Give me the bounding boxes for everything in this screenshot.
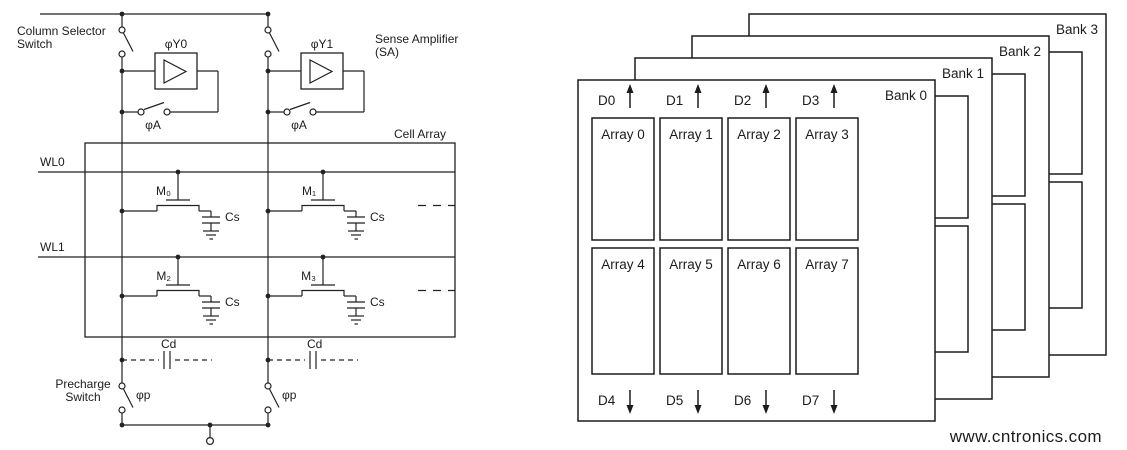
phi-a-label-0: φA [145,118,161,132]
d5-label: D5 [666,393,683,408]
bank-3-label: Bank 3 [1056,22,1098,37]
bank-1-label: Bank 1 [942,66,984,81]
phi-p-label-0: φp [136,388,151,402]
column-selector-label-line2: Switch [17,37,52,51]
storage-capacitor-3 [347,296,365,325]
cs-label-2: Cs [225,295,240,309]
bit-line-1 [265,14,271,428]
bottom-rail [122,422,268,446]
transistor-label-m3: M₃ [301,269,316,283]
bank-organization-diagram: Array 0 Array 1 Array 2 Array 3 Array 4 … [577,13,1107,422]
array-4-box [591,247,655,375]
array-1-box [659,117,723,241]
bitline-capacitor-0 [122,351,212,369]
sense-amplifier-1 [268,52,365,113]
array-5-box [659,247,723,375]
d0-label: D0 [598,93,615,108]
data-lines-top: D0 D1 D2 D3 [598,84,838,108]
dram-schematic: Column Selector Switch φY0 φY1 Sense Amp… [17,11,458,446]
precharge-label-line2: Switch [65,390,100,404]
cs-label-0: Cs [225,210,240,224]
array-0-label: Array 0 [601,127,645,142]
watermark-text: www.cntronics.com [949,427,1102,446]
array-1-label: Array 1 [669,127,713,142]
bitline-capacitor-1 [268,351,358,369]
sense-amplifier-0 [122,52,219,113]
array-5-label: Array 5 [669,257,713,272]
precharge-label-line1: Precharge [55,377,111,391]
array-0-box [591,117,655,241]
transistor-m3 [268,257,356,297]
wordline-label-1: WL1 [40,240,65,254]
d3-label: D3 [802,93,819,108]
transistor-m1 [268,172,356,212]
precharge-switch-0 [118,382,134,414]
d2-label: D2 [734,93,751,108]
storage-capacitor-0 [202,211,220,240]
d4-label: D4 [598,393,616,408]
array-2-label: Array 2 [737,127,781,142]
d6-label: D6 [734,393,751,408]
transistor-m0 [122,172,211,212]
transistor-label-m0: M₀ [156,184,171,198]
column-selector-switch-1 [264,26,280,58]
phi-y0-label: φY0 [165,37,188,51]
transistor-m2 [122,257,211,297]
bank-0: Array 0 Array 1 Array 2 Array 3 Array 4 … [577,79,936,422]
bank-0-label: Bank 0 [885,88,927,103]
cd-label-1: Cd [307,337,322,351]
cd-label-0: Cd [161,337,176,351]
storage-capacitor-1 [347,211,365,240]
array-6-label: Array 6 [737,257,781,272]
array-4-label: Array 4 [601,257,645,272]
array-2-box [727,117,791,241]
array-3-box [795,117,859,241]
phi-a-switch-0 [137,101,171,116]
cell-array-label: Cell Array [394,127,446,141]
phi-a-label-1: φA [291,118,307,132]
word-line-0 [38,169,455,175]
wordline-label-0: WL0 [40,155,65,169]
phi-p-label-1: φp [282,388,297,402]
top-rail [40,11,271,17]
transistor-label-m2: M₂ [156,269,171,283]
sense-amp-label-line2: (SA) [375,45,399,59]
d1-label: D1 [666,93,683,108]
d7-label: D7 [802,393,819,408]
word-line-1 [38,254,455,260]
precharge-switch-1 [264,382,280,414]
bit-line-0 [119,14,125,428]
phi-y1-label: φY1 [311,37,334,51]
column-selector-label-line1: Column Selector [17,24,106,38]
sense-amp-label-line1: Sense Amplifier [375,32,458,46]
cs-label-3: Cs [370,295,385,309]
array-3-label: Array 3 [805,127,849,142]
phi-a-switch-1 [283,101,317,116]
data-lines-bottom: D4 D5 D6 D7 [598,390,838,414]
cell-array-box [84,142,456,338]
cs-label-1: Cs [370,210,385,224]
array-6-box [727,247,791,375]
transistor-label-m1: M₁ [302,184,316,198]
array-7-box [795,247,859,375]
column-selector-switch-0 [118,26,134,58]
storage-capacitor-2 [202,296,220,325]
bank-2-label: Bank 2 [999,44,1041,59]
array-7-label: Array 7 [805,257,849,272]
